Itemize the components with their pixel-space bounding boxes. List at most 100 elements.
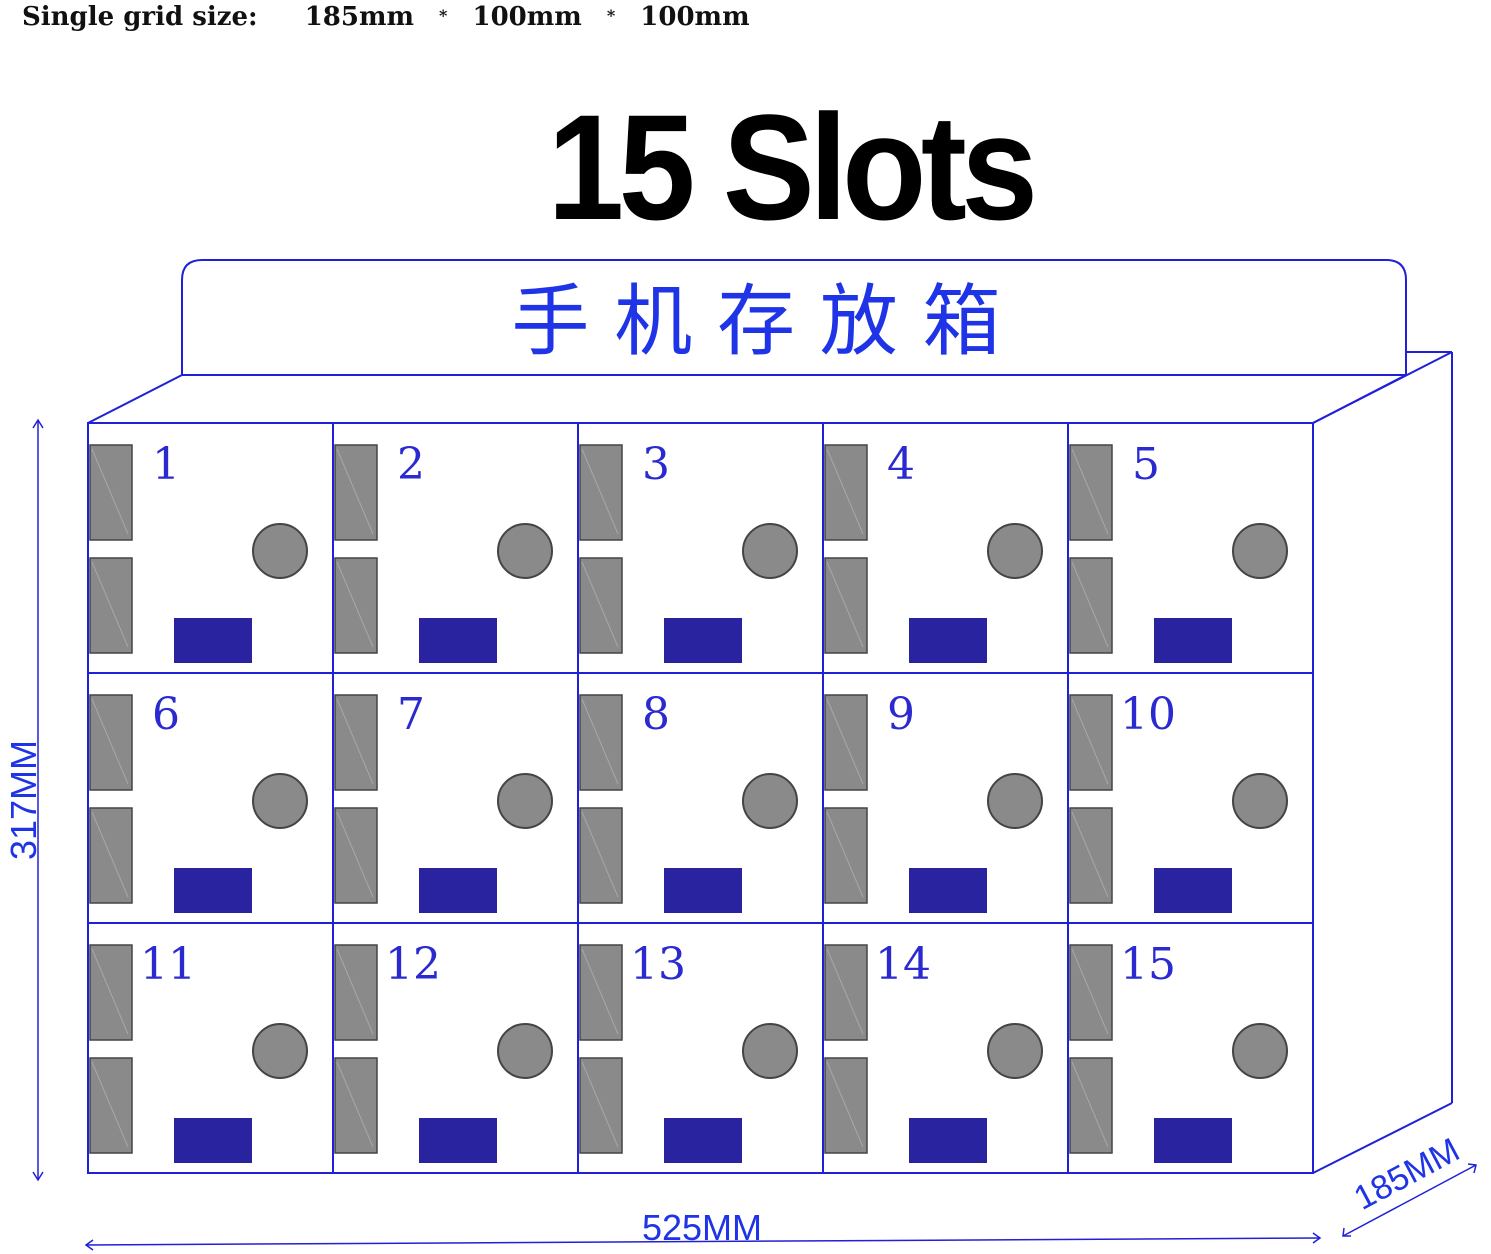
slot-cell: 8: [577, 672, 824, 924]
dimension-lines: [32, 418, 1477, 1251]
grid-size-width: 100mm: [472, 2, 582, 32]
lock-icon: [1232, 523, 1288, 579]
hinge-panel-shine: [826, 698, 864, 785]
slot-number: 12: [385, 939, 441, 990]
slot-number: 8: [642, 689, 670, 740]
hinge-panel-shine: [1071, 948, 1109, 1035]
screen-panel: [1154, 868, 1232, 913]
slot-number: 4: [887, 439, 915, 490]
slot-number: 6: [152, 689, 180, 740]
screen-panel: [419, 1118, 497, 1163]
hinge-panel-shine: [91, 811, 129, 898]
screen-panel: [419, 868, 497, 913]
slot-number: 13: [630, 939, 686, 990]
slot-cell: 6: [87, 672, 334, 924]
lock-icon: [252, 773, 308, 829]
slot-cell: 1: [87, 422, 334, 674]
lock-icon: [497, 523, 553, 579]
lock-icon: [497, 773, 553, 829]
screen-panel: [664, 1118, 742, 1163]
hinge-panel-shine: [91, 948, 129, 1035]
hinge-panel-shine: [1071, 698, 1109, 785]
slot-cell: 13: [577, 922, 824, 1174]
hinge-panel: [824, 807, 868, 904]
hinge-panel-shine: [1071, 561, 1109, 648]
slot-cell: 7: [332, 672, 579, 924]
depth-dimension-label: 185MM: [1348, 1131, 1466, 1218]
hinge-panel: [824, 557, 868, 654]
hinge-panel-shine: [1071, 811, 1109, 898]
grid-size-depth: 185mm: [304, 2, 414, 32]
screen-panel: [1154, 618, 1232, 663]
hinge-panel-shine: [826, 811, 864, 898]
slot-number: 2: [397, 439, 425, 490]
lock-icon: [987, 523, 1043, 579]
grid-size-spec: Single grid size: 185mm * 100mm * 100mm: [22, 2, 750, 38]
hinge-panel-shine: [581, 561, 619, 648]
lock-icon: [1232, 1023, 1288, 1079]
lock-icon: [742, 1023, 798, 1079]
hinge-panel-shine: [581, 1061, 619, 1148]
slot-cell: 3: [577, 422, 824, 674]
height-dimension-label: 317MM: [3, 740, 44, 860]
hinge-panel-shine: [581, 448, 619, 535]
slot-number: 3: [642, 439, 670, 490]
slot-cell: 15: [1067, 922, 1314, 1174]
slot-number: 10: [1120, 689, 1176, 740]
lock-icon: [987, 773, 1043, 829]
screen-panel: [664, 618, 742, 663]
hinge-panel-shine: [336, 698, 374, 785]
hinge-panel-shine: [336, 448, 374, 535]
hinge-panel-shine: [91, 448, 129, 535]
screen-panel: [1154, 1118, 1232, 1163]
lock-icon: [497, 1023, 553, 1079]
header-board: [181, 259, 1452, 376]
hinge-panel-shine: [826, 948, 864, 1035]
screen-panel: [909, 868, 987, 913]
screen-panel: [174, 868, 252, 913]
slot-number: 11: [140, 939, 196, 990]
lock-icon: [742, 773, 798, 829]
hinge-panel-shine: [1071, 1061, 1109, 1148]
slot-cell: 12: [332, 922, 579, 1174]
screen-panel: [174, 618, 252, 663]
hinge-panel-shine: [91, 561, 129, 648]
hinge-panel: [89, 694, 133, 791]
slot-cell: 4: [822, 422, 1069, 674]
hinge-panel-shine: [336, 811, 374, 898]
hinge-panel-shine: [336, 948, 374, 1035]
slot-cell: 14: [822, 922, 1069, 1174]
hinge-panel-shine: [826, 448, 864, 535]
lock-icon: [742, 523, 798, 579]
slot-cell: 11: [87, 922, 334, 1174]
hinge-panel-shine: [91, 698, 129, 785]
screen-panel: [419, 618, 497, 663]
hinge-panel-shine: [826, 561, 864, 648]
slot-cell: 5: [1067, 422, 1314, 674]
screen-panel: [909, 1118, 987, 1163]
hinge-panel: [579, 694, 623, 791]
screen-panel: [174, 1118, 252, 1163]
slot-number: 9: [887, 689, 915, 740]
lock-icon: [987, 1023, 1043, 1079]
hinge-panel-shine: [1071, 448, 1109, 535]
lock-icon: [252, 1023, 308, 1079]
lock-icon: [252, 523, 308, 579]
hinge-panel-shine: [336, 561, 374, 648]
page-title: 15 Slots: [547, 83, 1038, 251]
screen-panel: [909, 618, 987, 663]
screen-panel: [664, 868, 742, 913]
hinge-panel-shine: [826, 1061, 864, 1148]
slot-cell: 2: [332, 422, 579, 674]
hinge-panel-shine: [581, 698, 619, 785]
slot-number: 14: [875, 939, 931, 990]
slot-cell: 10: [1067, 672, 1314, 924]
lock-icon: [1232, 773, 1288, 829]
slot-number: 15: [1120, 939, 1176, 990]
hinge-panel-shine: [581, 948, 619, 1035]
hinge-panel-shine: [336, 1061, 374, 1148]
slot-number: 1: [152, 439, 180, 490]
grid-size-separator: *: [606, 6, 616, 25]
